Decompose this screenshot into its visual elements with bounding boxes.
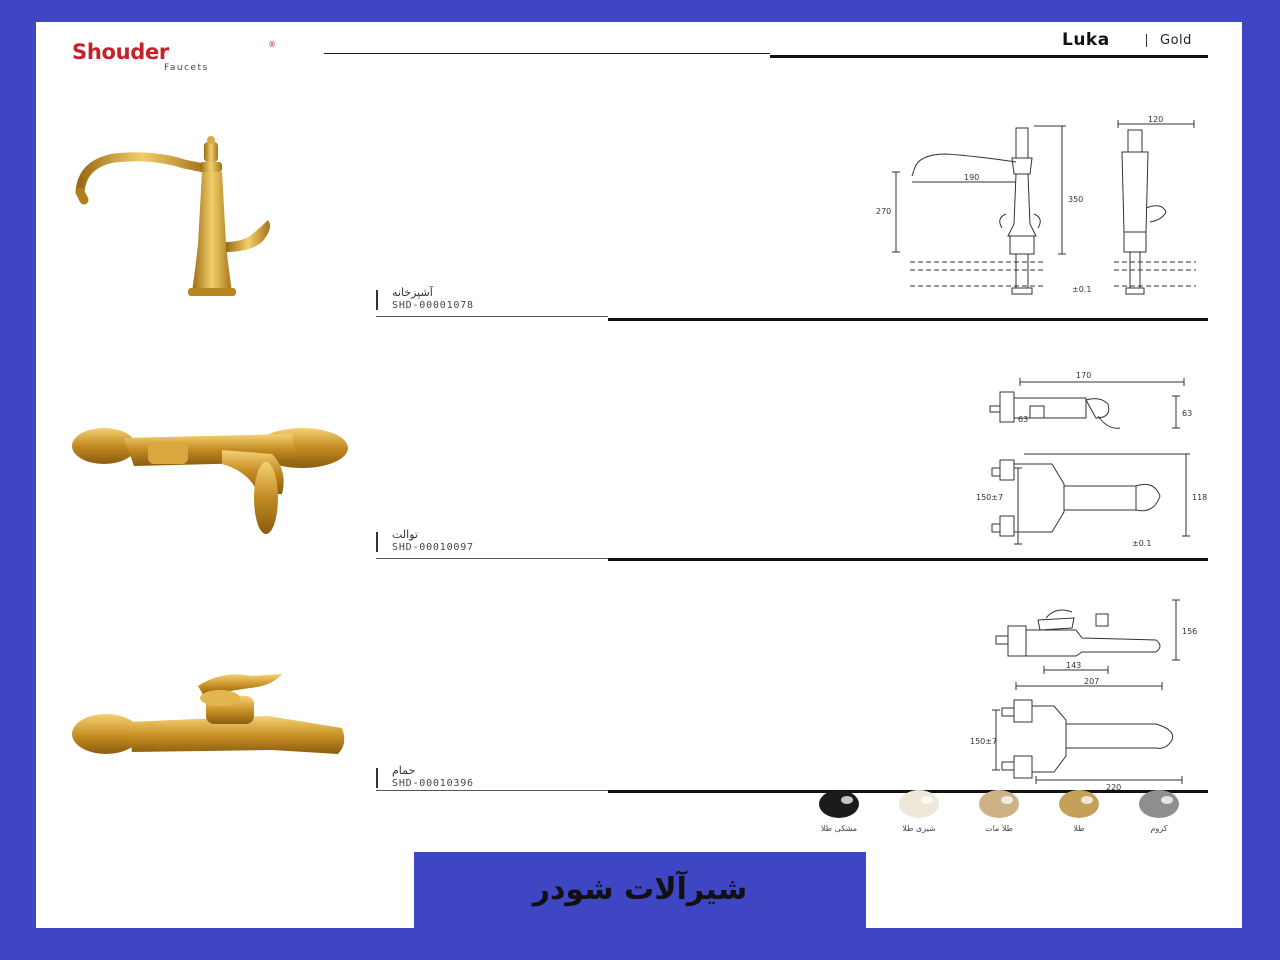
row-divider [376, 558, 608, 559]
product-row-toilet: توالت SHD-00010097 [36, 348, 1242, 578]
brand-name: Shouder [72, 40, 169, 64]
kitchen-faucet-image [75, 136, 270, 296]
swatch-chrome[interactable]: کروم [1134, 790, 1184, 833]
swatch-color [819, 790, 859, 818]
footer-title: شیرآلات شودر [532, 872, 748, 907]
dim-reach: 190 [964, 173, 979, 182]
row-divider-thick [608, 318, 1208, 321]
swatch-color [1139, 790, 1179, 818]
swatch-gold[interactable]: طلا [1054, 790, 1104, 833]
caption-marker [376, 532, 378, 552]
product-code: SHD-00010097 [392, 542, 474, 553]
toilet-technical-drawing: 170 63 63 150±7 118 ±0.1 [976, 371, 1207, 548]
toilet-mixer-image [72, 428, 348, 534]
product-name: توالت [392, 528, 418, 541]
dim-total-height: 350 [1068, 195, 1083, 204]
dim-side: 118 [1192, 493, 1207, 502]
dim-spout-height: 270 [876, 207, 891, 216]
swatch-cream-gold[interactable]: شیری طلا [894, 790, 944, 833]
product-row-bath: حمام SHD-00010396 [36, 582, 1242, 812]
dim-height: 156 [1182, 627, 1197, 636]
dim-offset: 63 [1018, 415, 1028, 424]
kitchen-technical-drawing: 190 270 350 120 ±0.1 [876, 115, 1196, 295]
row-divider-thick [608, 558, 1208, 561]
collection-title: Luka [1062, 30, 1110, 50]
dim-width: 120 [1148, 115, 1163, 124]
swatch-matte-gold[interactable]: طلا مات [974, 790, 1024, 833]
dim-height: 63 [1182, 409, 1192, 418]
product-code: SHD-00010396 [392, 778, 474, 789]
product-row-kitchen: آشپزخانه SHD-00001078 [36, 114, 1242, 344]
row-divider [376, 790, 608, 791]
dim-length: 207 [1084, 677, 1099, 686]
bath-mixer-image [72, 674, 345, 754]
caption-marker [376, 768, 378, 788]
swatch-color [899, 790, 939, 818]
swatch-label: شیری طلا [902, 824, 936, 833]
swatch-label: طلا [1073, 824, 1085, 833]
header-divider [324, 53, 770, 54]
title-separator [1146, 34, 1147, 47]
swatch-label: طلا مات [985, 824, 1013, 833]
dim-reach: 143 [1066, 661, 1081, 670]
dim-spacing: 150±7 [976, 493, 1003, 502]
header-divider-thick [770, 55, 1208, 58]
swatch-color [979, 790, 1019, 818]
product-name: آشپزخانه [392, 286, 433, 299]
dim-tolerance: ±0.1 [1072, 285, 1091, 294]
product-name: حمام [392, 764, 416, 777]
row-divider [376, 316, 608, 317]
swatch-color [1059, 790, 1099, 818]
catalog-page: Shouder ® Faucets Luka Gold آشپزخانه [36, 22, 1242, 928]
finish-title: Gold [1160, 33, 1192, 48]
dim-width: 220 [1106, 783, 1121, 790]
brand-logo: Shouder ® Faucets [72, 40, 276, 84]
product-code: SHD-00001078 [392, 300, 474, 311]
swatch-label: مشکی طلا [820, 824, 858, 833]
swatch-label: کروم [1150, 824, 1168, 833]
bath-technical-drawing: 156 143 207 150±7 220 [970, 599, 1197, 790]
finish-swatches: مشکی طلا شیری طلا طلا مات طلا کروم [814, 790, 1184, 840]
brand-registered-mark: ® [268, 40, 276, 49]
dim-tolerance: ±0.1 [1132, 539, 1151, 548]
brand-subtitle: Faucets [164, 63, 209, 73]
swatch-black-gold[interactable]: مشکی طلا [814, 790, 864, 833]
footer-banner: شیرآلات شودر [414, 852, 866, 930]
dim-spacing: 150±7 [970, 737, 997, 746]
dim-depth: 170 [1076, 371, 1091, 380]
caption-marker [376, 290, 378, 310]
